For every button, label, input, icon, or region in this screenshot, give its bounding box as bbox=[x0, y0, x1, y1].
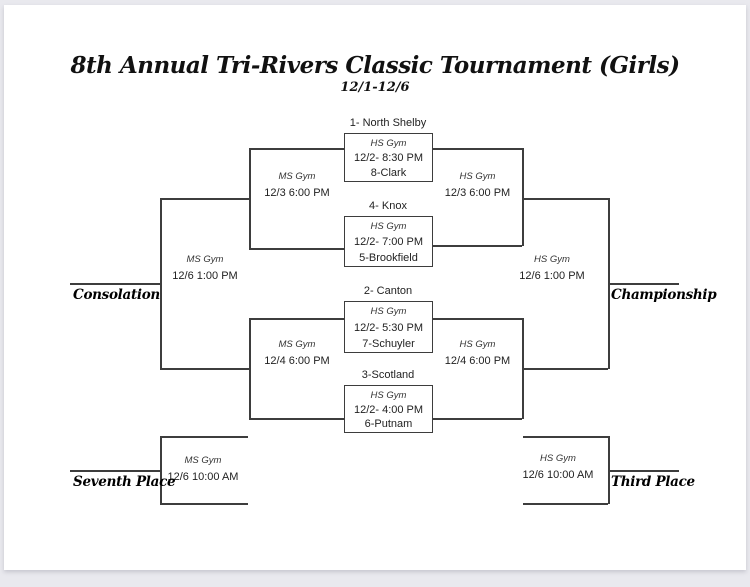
consolation-final-time: 12/6 1:00 PM bbox=[172, 270, 238, 282]
seventh-place-label: Seventh Place bbox=[73, 474, 176, 490]
game3-loser-line bbox=[249, 318, 344, 320]
consolation-winner-line bbox=[70, 283, 160, 285]
championship-semi1-joiner bbox=[522, 148, 524, 246]
third-place-venue: HS Gym bbox=[540, 453, 576, 464]
consolation-semi1-time: 12/3 6:00 PM bbox=[264, 187, 330, 199]
championship-semi2-venue: HS Gym bbox=[459, 339, 496, 350]
game2-time: 12/2- 7:00 PM bbox=[353, 236, 424, 248]
seventh-place-bottom-feeder-line bbox=[160, 503, 248, 505]
game1-time: 12/2- 8:30 PM bbox=[353, 152, 424, 164]
consolation-final-info: MS Gym 12/6 1:00 PM bbox=[160, 254, 250, 282]
document-page bbox=[4, 5, 746, 570]
game3-venue: HS Gym bbox=[370, 306, 407, 317]
seventh-place-time: 12/6 10:00 AM bbox=[167, 471, 239, 483]
game3-winner-line bbox=[433, 318, 522, 320]
championship-final-info: HS Gym 12/6 1:00 PM bbox=[507, 254, 597, 282]
consolation-semi1-winner-line bbox=[160, 198, 249, 200]
game2-bottom-team: 5-Brookfield bbox=[359, 252, 418, 264]
consolation-final-venue: MS Gym bbox=[186, 254, 224, 265]
consolation-semi1-info: MS Gym 12/3 6:00 PM bbox=[250, 171, 344, 199]
game3-time: 12/2- 5:30 PM bbox=[353, 321, 424, 334]
consolation-semi2-time: 12/4 6:00 PM bbox=[264, 355, 330, 367]
game3-box: HS Gym 12/2- 5:30 PM 7-Schuyler bbox=[344, 301, 433, 353]
consolation-semi2-info: MS Gym 12/4 6:00 PM bbox=[250, 339, 344, 367]
championship-semi1-time: 12/3 6:00 PM bbox=[444, 187, 511, 199]
third-place-bottom-feeder-line bbox=[523, 503, 608, 505]
consolation-semi2-joiner bbox=[249, 318, 251, 419]
game4-venue: HS Gym bbox=[370, 390, 407, 401]
championship-final-venue: HS Gym bbox=[534, 254, 570, 265]
game2-winner-line bbox=[433, 245, 522, 247]
game1-top-team: 1- North Shelby bbox=[349, 117, 427, 129]
game2-top-team: 4- Knox bbox=[369, 200, 407, 212]
championship-semi2-winner-line bbox=[522, 368, 608, 370]
championship-winner-line bbox=[608, 283, 679, 285]
game2-box: HS Gym 12/2- 7:00 PM 5-Brookfield bbox=[344, 216, 433, 267]
page-title: 8th Annual Tri-Rivers Classic Tournament… bbox=[70, 52, 680, 79]
game2-loser-line bbox=[249, 248, 344, 250]
third-place-time: 12/6 10:00 AM bbox=[522, 469, 594, 481]
consolation-semi2-winner-line bbox=[160, 368, 249, 370]
game1-loser-line bbox=[249, 148, 344, 150]
consolation-semi2-venue: MS Gym bbox=[278, 339, 316, 350]
game3-top-team: 2- Canton bbox=[363, 285, 413, 297]
championship-final-time: 12/6 1:00 PM bbox=[519, 270, 585, 282]
game4-top-team: 3-Scotland bbox=[361, 369, 415, 381]
seventh-place-joiner bbox=[160, 436, 162, 504]
consolation-semi1-venue: MS Gym bbox=[278, 171, 316, 182]
consolation-final-joiner bbox=[160, 198, 162, 369]
championship-semi2-info: HS Gym 12/4 6:00 PM bbox=[433, 339, 522, 367]
game3-bottom-team: 7-Schuyler bbox=[362, 338, 415, 350]
seventh-place-winner-line bbox=[70, 470, 160, 472]
game4-bottom-team: 6-Putnam bbox=[364, 418, 413, 430]
seventh-place-top-feeder-line bbox=[160, 436, 248, 438]
third-place-winner-line bbox=[608, 470, 679, 472]
championship-semi1-info: HS Gym 12/3 6:00 PM bbox=[433, 171, 522, 199]
game1-bottom-team: 8-Clark bbox=[370, 167, 407, 179]
game2-venue: HS Gym bbox=[370, 221, 407, 232]
game1-box: HS Gym 12/2- 8:30 PM 8-Clark bbox=[344, 133, 433, 182]
championship-semi1-venue: HS Gym bbox=[459, 171, 496, 182]
seventh-place-venue: MS Gym bbox=[184, 455, 222, 466]
consolation-semi1-joiner bbox=[249, 148, 251, 249]
game1-winner-line bbox=[433, 148, 522, 150]
game4-winner-line bbox=[433, 418, 522, 420]
tournament-dates: 12/1-12/6 bbox=[340, 80, 410, 95]
third-place-info: HS Gym 12/6 10:00 AM bbox=[512, 453, 604, 481]
game4-time: 12/2- 4:00 PM bbox=[353, 403, 424, 416]
game4-loser-line bbox=[249, 418, 344, 420]
third-place-label: Third Place bbox=[611, 474, 695, 490]
game1-venue: HS Gym bbox=[370, 138, 407, 149]
championship-semi2-time: 12/4 6:00 PM bbox=[444, 355, 511, 367]
championship-label: Championship bbox=[611, 287, 717, 303]
seventh-place-info: MS Gym 12/6 10:00 AM bbox=[157, 455, 249, 483]
game4-box: HS Gym 12/2- 4:00 PM 6-Putnam bbox=[344, 385, 433, 433]
third-place-top-feeder-line bbox=[523, 436, 608, 438]
championship-semi1-winner-line bbox=[522, 198, 608, 200]
consolation-label: Consolation bbox=[73, 287, 160, 303]
